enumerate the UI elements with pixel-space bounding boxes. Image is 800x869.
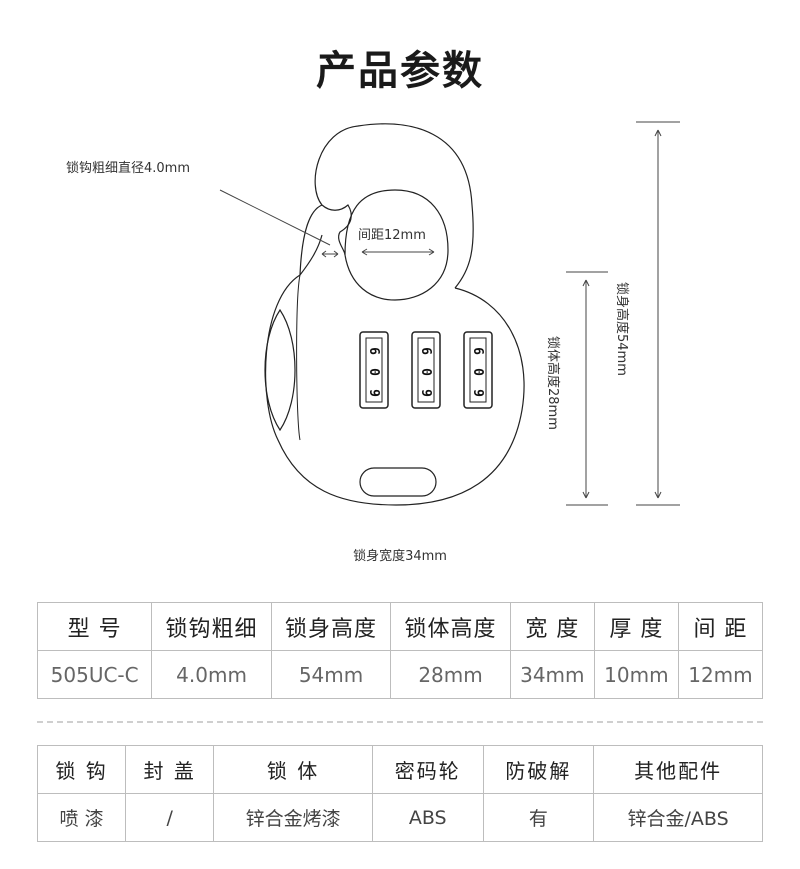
value-cell: 12mm <box>677 650 764 699</box>
spec-table-dimensions: 型 号 锁钩粗细 锁身高度 锁体高度 宽 度 厚 度 间 距 505UC-C 4… <box>36 602 764 699</box>
value-cell: 10mm <box>593 650 679 699</box>
dial-1: 6 0 9 <box>359 331 389 409</box>
dashed-divider <box>37 721 763 723</box>
header-cell: 锁钩粗细 <box>151 602 272 651</box>
shackle-notch <box>321 204 352 256</box>
value-cell: 锌合金烤漆 <box>213 793 373 842</box>
value-cell: 4.0mm <box>151 650 272 699</box>
table-row: 喷 漆 / 锌合金烤漆 ABS 有 锌合金/ABS <box>36 793 763 842</box>
total-height-label: 锁身高度54mm <box>614 282 630 376</box>
dial-1-digit-1: 6 <box>366 347 381 355</box>
header-cell: 锁身高度 <box>270 602 392 651</box>
dial-1-digit-3: 9 <box>366 389 381 397</box>
dial-3: 6 0 9 <box>463 331 493 409</box>
header-cell: 锁体高度 <box>390 602 511 651</box>
value-cell: 505UC-C <box>36 650 153 699</box>
dial-2: 6 0 9 <box>411 331 441 409</box>
dial-1-digit-2: 0 <box>366 368 381 376</box>
header-cell: 密码轮 <box>371 745 484 794</box>
header-cell: 封 盖 <box>125 745 215 794</box>
header-cell: 锁 钩 <box>36 745 127 794</box>
value-cell: / <box>125 793 215 842</box>
shackle-neck <box>299 204 323 276</box>
table-header-row: 锁 钩 封 盖 锁 体 密码轮 防破解 其他配件 <box>36 745 763 794</box>
dial-3-digit-2: 0 <box>470 368 485 376</box>
dial-2-digit-1: 6 <box>418 347 433 355</box>
header-cell: 其他配件 <box>593 745 763 794</box>
header-cell: 间 距 <box>677 602 764 651</box>
thickness-leader <box>219 189 331 246</box>
table-row: 505UC-C 4.0mm 54mm 28mm 34mm 10mm 12mm <box>36 650 764 699</box>
value-cell: 喷 漆 <box>36 793 127 842</box>
width-label: 锁身宽度34mm <box>353 548 447 564</box>
header-cell: 型 号 <box>36 602 153 651</box>
header-cell: 锁 体 <box>213 745 373 794</box>
dial-3-digit-1: 6 <box>470 347 485 355</box>
dial-3-digit-3: 9 <box>470 389 485 397</box>
dial-2-digit-2: 0 <box>418 368 433 376</box>
header-cell: 厚 度 <box>593 602 679 651</box>
header-cell: 防破解 <box>482 745 595 794</box>
page-title: 产品参数 <box>316 48 484 94</box>
spacing-label: 间距12mm <box>358 228 426 243</box>
thickness-label: 锁钩粗细直径4.0mm <box>66 160 190 176</box>
value-cell: 锌合金/ABS <box>593 793 763 842</box>
header-cell: 宽 度 <box>509 602 595 651</box>
value-cell: 28mm <box>390 650 511 699</box>
side-bumper <box>264 308 296 432</box>
shackle-inner <box>344 189 449 301</box>
spec-table-materials: 锁 钩 封 盖 锁 体 密码轮 防破解 其他配件 喷 漆 / 锌合金烤漆 ABS… <box>36 745 763 842</box>
value-cell: 34mm <box>509 650 595 699</box>
padlock-diagram: 6 0 9 6 0 9 6 0 9 锁钩粗细直径4.0mm 间距12mm 锁体高… <box>66 121 680 564</box>
value-cell: 有 <box>482 793 595 842</box>
shackle-outline <box>314 123 474 289</box>
table-header-row: 型 号 锁钩粗细 锁身高度 锁体高度 宽 度 厚 度 间 距 <box>36 602 764 651</box>
dial-2-digit-3: 9 <box>418 389 433 397</box>
bottom-slot <box>359 467 437 497</box>
body-height-label: 锁体高度28mm <box>545 336 561 430</box>
value-cell: 54mm <box>270 650 392 699</box>
value-cell: ABS <box>371 793 484 842</box>
